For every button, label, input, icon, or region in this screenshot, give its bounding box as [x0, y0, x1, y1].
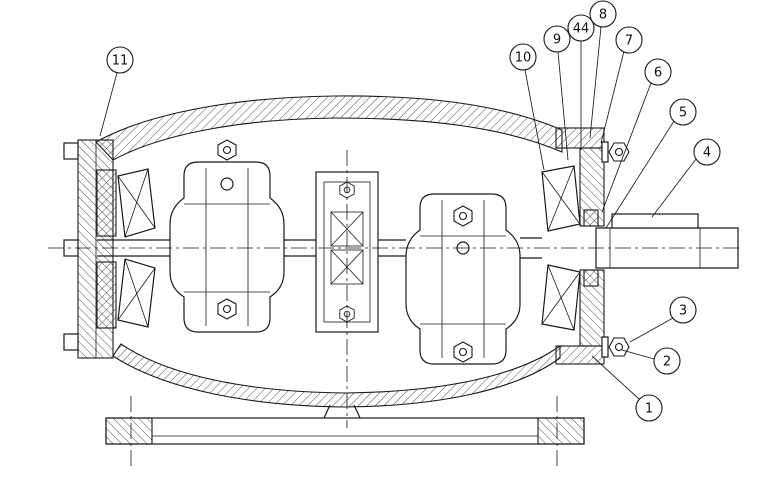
rotor-left [169, 139, 285, 333]
callout-2-label: 2 [663, 355, 671, 370]
cover-fastener-top [601, 141, 630, 163]
callout-5-label: 5 [679, 106, 687, 121]
callout-10: 10 [509, 43, 537, 71]
callouts: 11 10 9 44 8 7 6 5 [106, 0, 721, 422]
callout-7-label: 7 [625, 34, 633, 49]
drive-shaft [595, 213, 739, 269]
leader-2 [621, 349, 655, 360]
rotor-left-bolt-bottom [217, 298, 237, 320]
right-end-cover [555, 127, 605, 365]
callout-3: 3 [669, 296, 697, 324]
callout-44: 44 [567, 14, 595, 42]
housing-top-shell [95, 95, 563, 161]
callout-9-label: 9 [553, 33, 561, 48]
callout-5: 5 [669, 98, 697, 126]
leader-1 [591, 355, 640, 400]
cover-fastener-bottom [601, 336, 630, 358]
shaft-seal-upper [583, 209, 599, 227]
rotor-right-bolt-bottom [453, 341, 473, 363]
callout-11-label: 11 [112, 54, 129, 69]
flange-bolt-top [63, 142, 79, 160]
rotor-right [378, 193, 521, 365]
rotor-left-bolt-top [217, 139, 237, 161]
callout-4: 4 [693, 138, 721, 166]
left-taper-bearing [96, 168, 184, 329]
leader-6 [601, 82, 652, 213]
callout-2: 2 [653, 347, 681, 375]
leader-5 [605, 120, 675, 229]
callout-10-label: 10 [515, 51, 532, 66]
leader-8 [589, 26, 602, 139]
leader-7 [600, 50, 625, 144]
callout-1: 1 [635, 394, 663, 422]
housing-bottom-shell [112, 343, 561, 408]
callout-3-label: 3 [679, 304, 687, 319]
leader-11 [99, 72, 118, 137]
shaft-seal-lower [583, 269, 599, 287]
pedestal [323, 404, 361, 419]
callout-6: 6 [644, 58, 672, 86]
callout-11: 11 [106, 46, 134, 74]
leader-lines [99, 26, 697, 400]
leader-9 [557, 51, 569, 161]
callout-7: 7 [615, 26, 643, 54]
callout-1-label: 1 [645, 402, 653, 417]
center-bearing-block [284, 171, 379, 333]
flange-bolt-bottom [63, 333, 79, 351]
callout-8-label: 8 [599, 8, 607, 23]
shaft-key [611, 213, 699, 229]
callout-9: 9 [543, 25, 571, 53]
callout-6-label: 6 [654, 66, 662, 81]
callout-44-label: 44 [573, 22, 590, 37]
leader-3 [629, 317, 674, 343]
base-plate [105, 417, 585, 445]
centerlines [48, 150, 742, 466]
right-taper-bearing [520, 165, 581, 331]
leader-10 [524, 69, 545, 171]
callout-8: 8 [589, 0, 617, 28]
leader-4 [651, 158, 697, 218]
rotor-right-bolt-top [453, 205, 473, 227]
callout-4-label: 4 [703, 146, 711, 161]
